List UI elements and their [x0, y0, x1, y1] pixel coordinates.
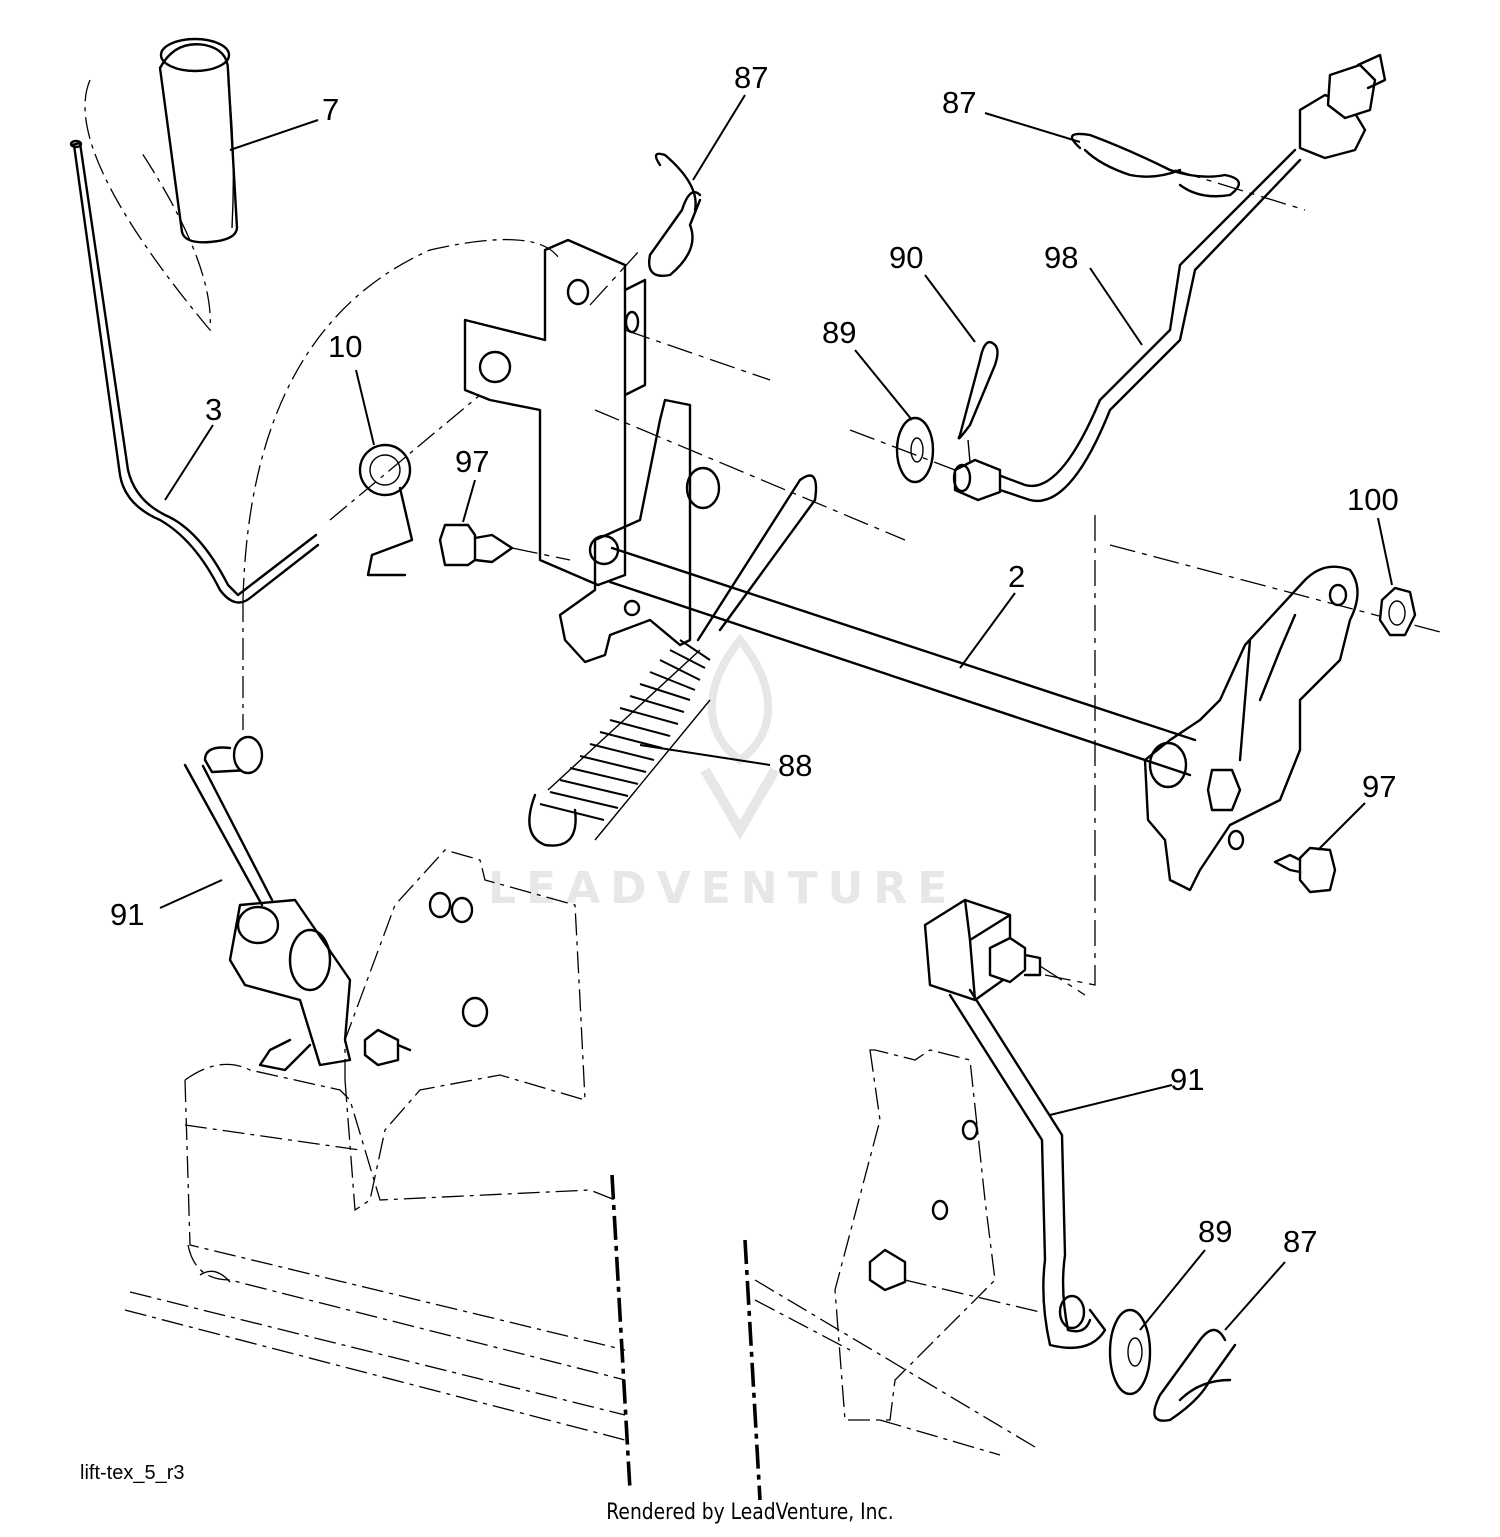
callout-100: 100 [1347, 482, 1399, 517]
callout-97-upper: 97 [455, 444, 489, 479]
callout-90: 90 [889, 240, 923, 275]
callout-2: 2 [1008, 559, 1025, 594]
callout-89-upper: 89 [822, 315, 856, 350]
part-91-left-link [183, 735, 352, 1072]
render-credit: Rendered by LeadVenture, Inc. [606, 1500, 894, 1525]
part-89-washer-lower [1108, 1308, 1152, 1396]
spring-path [329, 394, 481, 521]
callout-labels: 7 87 87 98 90 89 10 3 97 100 2 88 97 91 … [110, 60, 1399, 1259]
right-deck-hanger [834, 1049, 996, 1421]
part-98-link-rod [952, 53, 1387, 503]
part-87-clip-lower [1153, 1328, 1237, 1422]
drawing-code: lift-tex_5_r3 [80, 1462, 185, 1484]
left-deck-hanger [344, 849, 586, 1212]
watermark-text: LEADVENTURE [488, 863, 957, 914]
part-88-extension-spring [528, 474, 818, 847]
right-lift-arm [1143, 565, 1359, 892]
part-87-clip-upper-1 [648, 152, 702, 277]
clip-axis-1 [589, 249, 641, 306]
callout-87-upper-right: 87 [942, 85, 976, 120]
part-89-washer-upper [895, 416, 935, 484]
callout-89-lower: 89 [1198, 1214, 1232, 1249]
callout-91-left: 91 [110, 897, 144, 932]
callout-88: 88 [778, 748, 812, 783]
assembly-path [242, 238, 561, 601]
inner-plate [558, 398, 721, 664]
callout-87-top: 87 [734, 60, 768, 95]
part-3-lift-handle [69, 139, 320, 604]
main-bracket [463, 238, 647, 587]
washer-axis [849, 429, 956, 471]
watermark: LEADVENTURE [488, 633, 957, 914]
part-90-cotter-pin [957, 340, 999, 463]
handle-swing-path [84, 79, 211, 332]
right-deck-body [754, 1279, 1041, 1456]
right-deck-edge [743, 1239, 762, 1501]
left-deck-body [124, 1063, 632, 1491]
callout-97-lower: 97 [1362, 769, 1396, 804]
part-100-nut [1378, 586, 1417, 637]
axis-line-1 [594, 409, 906, 541]
part-7-grip [158, 37, 239, 244]
callout-7: 7 [322, 92, 339, 127]
part-2-cross-shaft [608, 546, 1197, 777]
part-97-bolt-upper [438, 523, 571, 567]
callout-10: 10 [328, 329, 362, 364]
part-10-torsion-spring [358, 443, 414, 577]
right-link-axis [904, 1279, 1041, 1313]
callout-98: 98 [1044, 240, 1078, 275]
part-87-clip-upper-2 [1070, 132, 1240, 198]
callout-87-lower: 87 [1283, 1224, 1317, 1259]
callout-3: 3 [205, 392, 222, 427]
axis-line-2 [624, 329, 771, 381]
axis-line-4 [1044, 515, 1096, 986]
part-91-right-link [923, 898, 1107, 1349]
leader-lines [159, 94, 1393, 1331]
callout-91-right: 91 [1170, 1062, 1204, 1097]
part-97-bolt-lower [1273, 846, 1337, 894]
